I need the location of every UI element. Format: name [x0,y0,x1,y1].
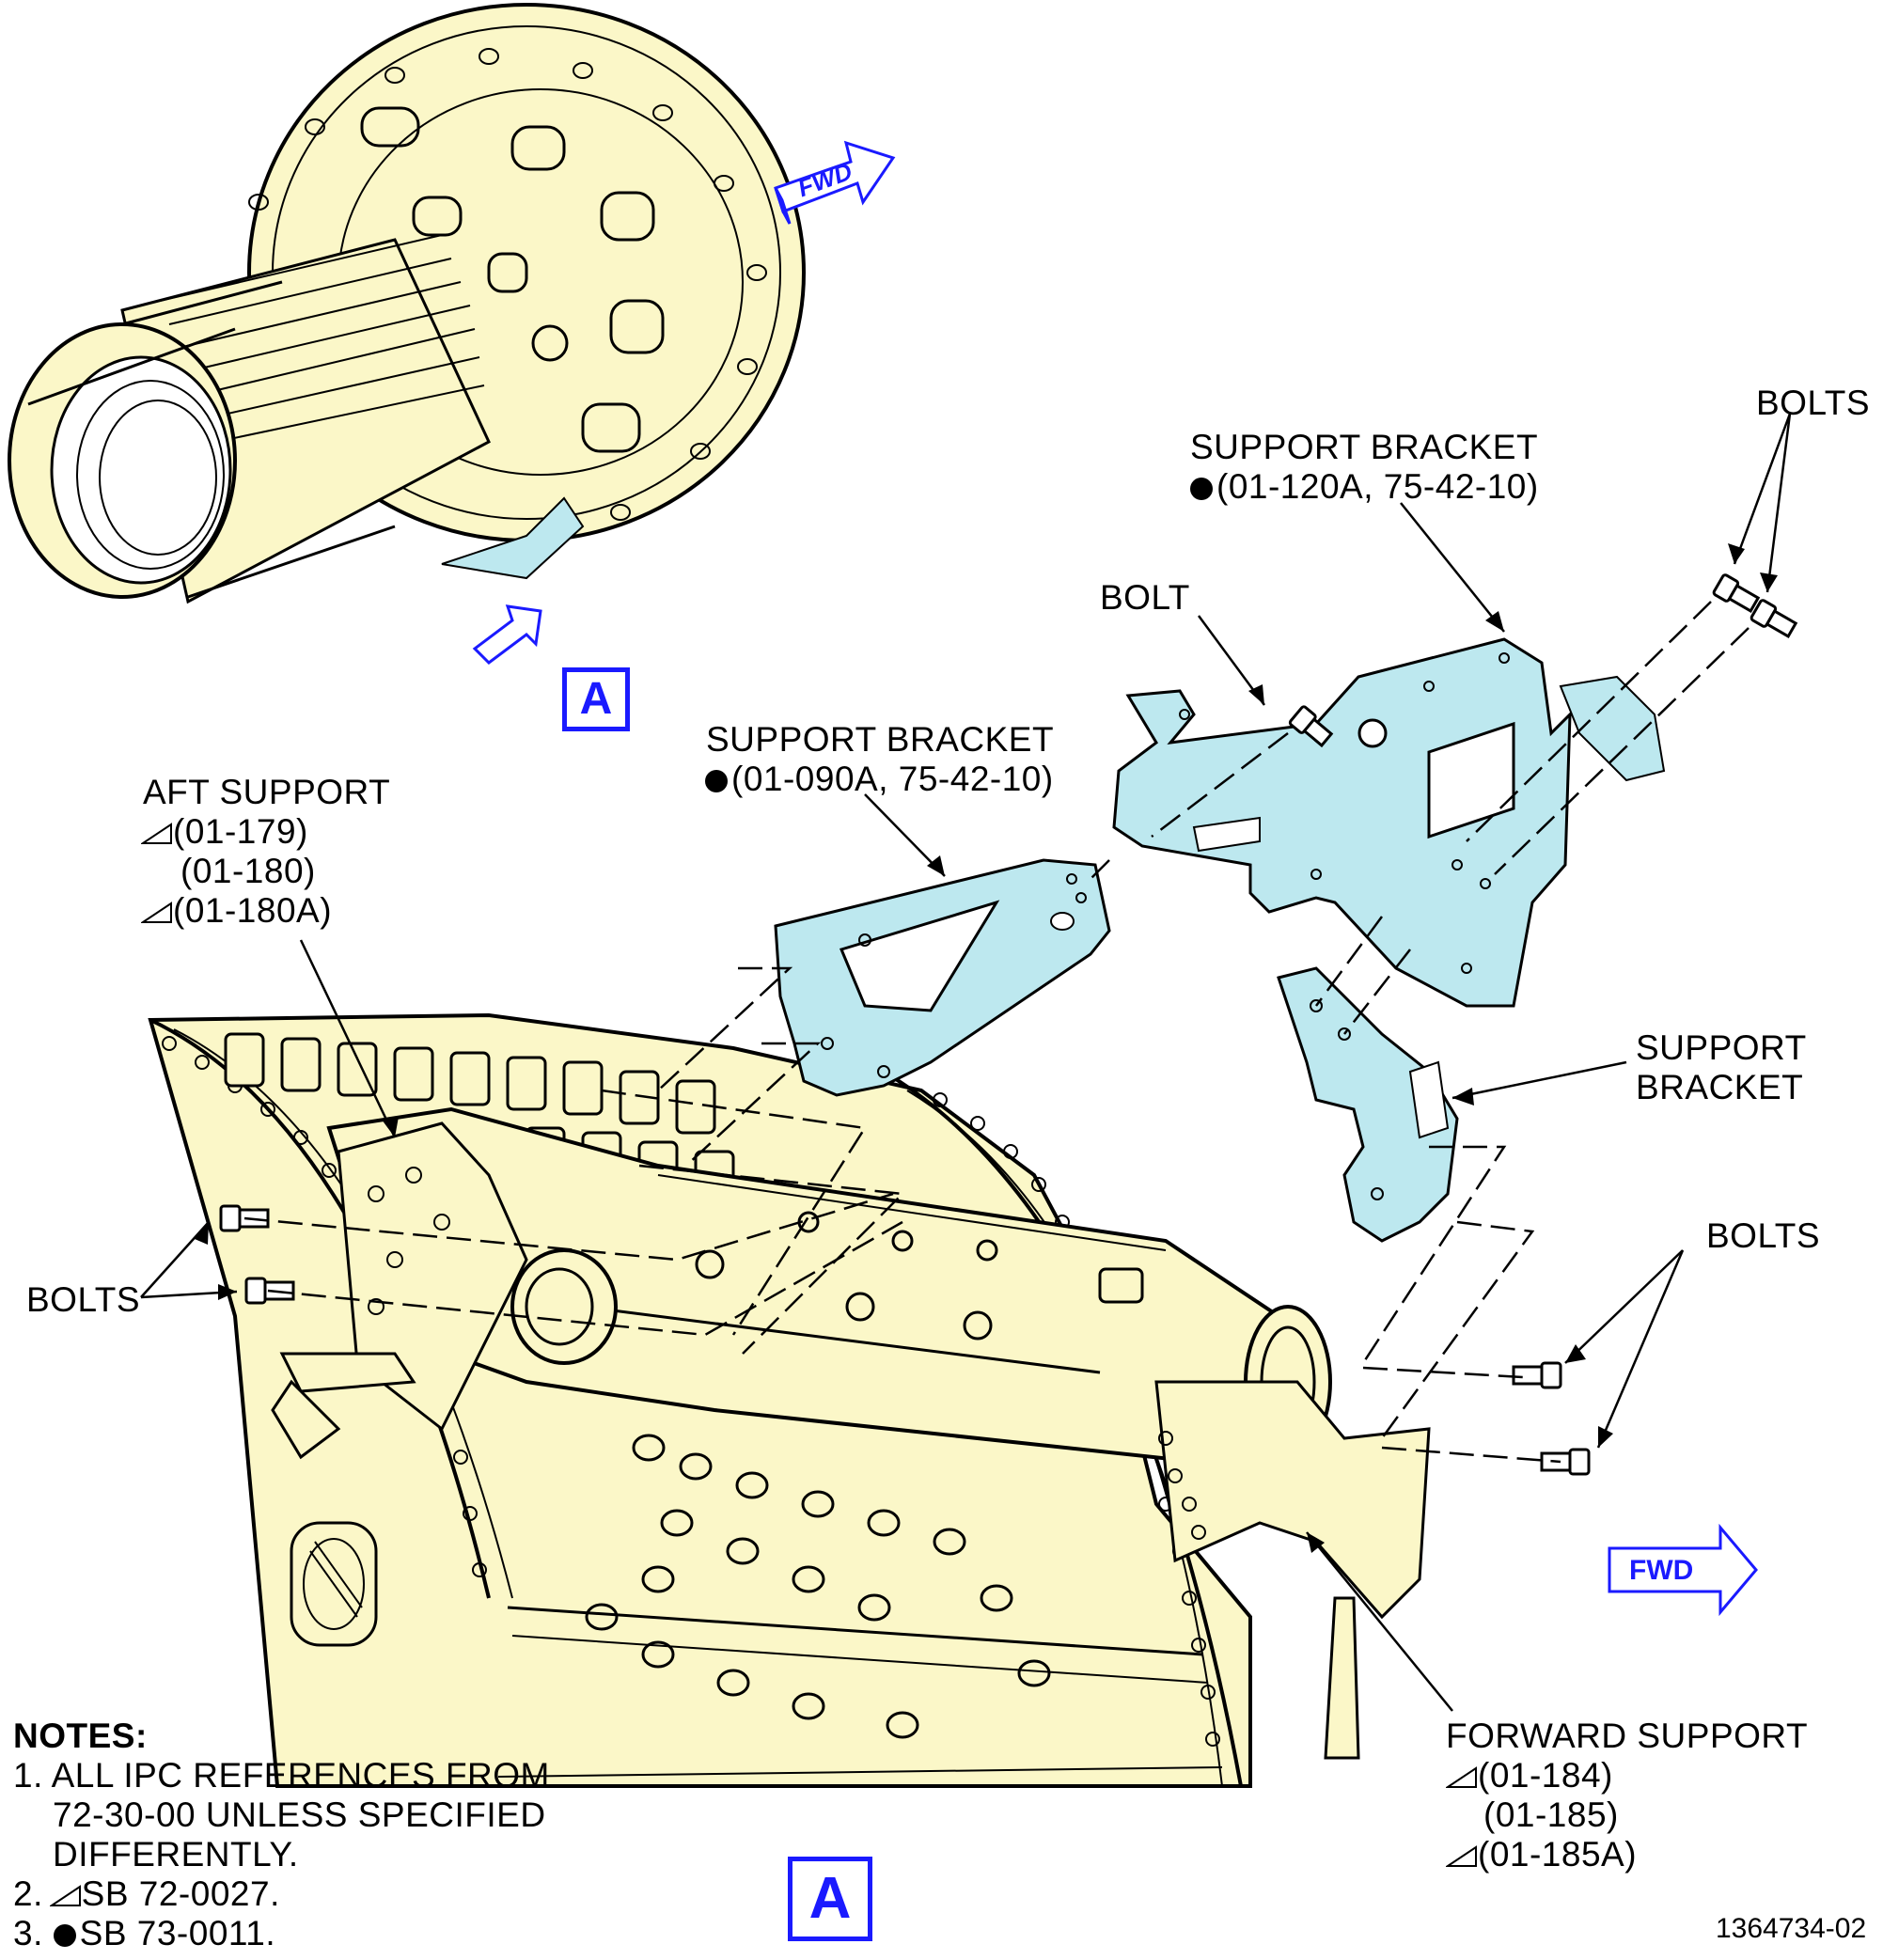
note-1-line3: DIFFERENTLY. [53,1835,299,1874]
service-bulletin-triangle-icon [141,823,172,844]
figure-number: 1364734-02 [1716,1913,1867,1944]
support-bracket-top-shape [1112,637,1666,1008]
label-bolts-top: BOLTS [1756,384,1871,422]
label-support-bracket-top: SUPPORT BRACKET (01-120A, 75-42-10) [1190,428,1539,507]
forward-support-ref3-line: (01-185A) [1446,1835,1808,1874]
support-bracket-top-ref-line: (01-120A, 75-42-10) [1190,467,1539,507]
service-bulletin-triangle-icon [1446,1845,1477,1867]
support-bracket-mid-shape [774,858,1111,1097]
view-a-callout: A [562,667,630,731]
note-2: 2. SB 72-0027. [13,1874,550,1914]
label-bolts-right: BOLTS [1706,1216,1821,1255]
note-1-line1: 1. ALL IPC REFERENCES FROM [13,1756,550,1795]
aft-support-ref3: (01-180A) [173,891,333,930]
support-bracket-mid-ref-line: (01-090A, 75-42-10) [705,760,1054,799]
note-3-text: SB 73-0011. [79,1914,276,1952]
label-support-bracket-right: SUPPORT BRACKET [1636,1028,1807,1107]
fwd-arrow-bottom-shape [1608,1523,1758,1617]
label-aft-support: AFT SUPPORT (01-179) (01-180) (01-180A) [141,773,391,931]
forward-support-ref1: (01-184) [1478,1756,1613,1795]
notes-block: NOTES: 1. ALL IPC REFERENCES FROM 72-30-… [13,1717,550,1953]
note-3-num: 3. [13,1914,43,1952]
detail-a-engine [148,1012,1431,1788]
note-3: 3. SB 73-0011. [13,1914,550,1953]
support-bracket-top-ref: (01-120A, 75-42-10) [1216,467,1539,506]
bolt-shapes [219,573,1798,1476]
service-bulletin-triangle-icon [49,1885,81,1906]
label-support-bracket-mid: SUPPORT BRACKET (01-090A, 75-42-10) [705,720,1054,799]
support-bracket-right-shape [1277,966,1459,1243]
fwd-arrow-bottom-label: FWD [1629,1555,1694,1586]
engine-overview [8,3,806,665]
aft-support-ref2: (01-180) [180,852,316,890]
support-bracket-mid-name: SUPPORT BRACKET [706,720,1055,759]
support-bracket-right-line1: SUPPORT [1636,1028,1807,1067]
install-lines [243,601,1750,1464]
note-2-num: 2. [13,1874,43,1913]
label-forward-support: FORWARD SUPPORT (01-184) (01-185) (01-18… [1446,1717,1808,1874]
note-1-line2: 72-30-00 UNLESS SPECIFIED [53,1795,546,1834]
support-bracket-top-name: SUPPORT BRACKET [1190,428,1539,466]
label-bolts-left: BOLTS [26,1280,141,1319]
aft-support-ref1: (01-179) [173,812,308,851]
view-a-title: A [788,1857,872,1941]
notes-title: NOTES: [13,1717,148,1755]
aft-support-name: AFT SUPPORT [143,773,391,811]
aft-support-ref1-line: (01-179) [141,812,390,852]
support-bracket-mid-ref: (01-090A, 75-42-10) [731,760,1054,798]
service-bulletin-triangle-icon [141,902,172,923]
aft-support-ref3-line: (01-180A) [141,891,390,931]
fwd-arrow-top-shape [774,140,896,225]
effectivity-dot-icon [705,770,728,792]
forward-support-ref3: (01-185A) [1478,1835,1638,1874]
service-bulletin-triangle-icon [1446,1766,1477,1788]
note-2-text: SB 72-0027. [81,1874,280,1913]
forward-support-ref1-line: (01-184) [1446,1756,1808,1795]
forward-support-name: FORWARD SUPPORT [1446,1717,1809,1755]
forward-support-ref2: (01-185) [1483,1795,1619,1834]
effectivity-dot-icon [53,1924,76,1947]
leader-lines [140,413,1792,1712]
label-bolt-single: BOLT [1100,578,1190,617]
support-bracket-right-line2: BRACKET [1636,1068,1804,1106]
leader-arrowheads [195,543,1778,1553]
effectivity-dot-icon [1190,478,1213,500]
